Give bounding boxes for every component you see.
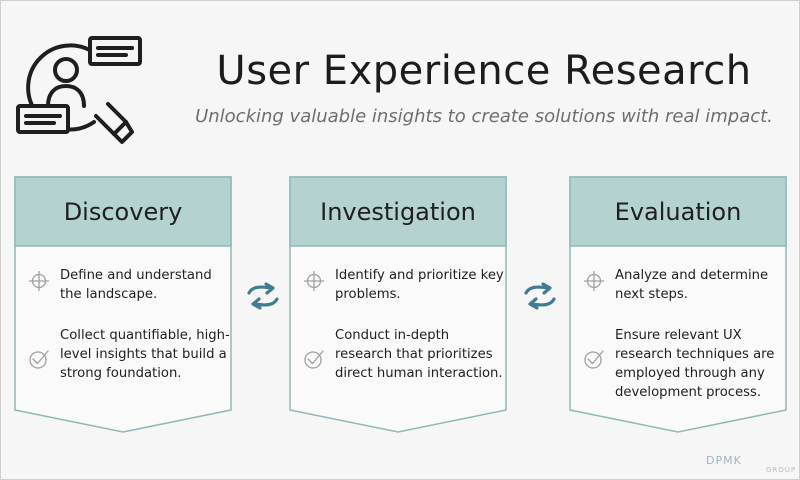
brand-logo: DPMK GROUP: [706, 454, 796, 476]
crosshair-icon: [303, 270, 325, 292]
stage-title: Investigation: [320, 198, 476, 226]
checkmark-icon: [303, 348, 325, 370]
stage-point-text: Define and understand the landscape.: [60, 268, 212, 302]
stage-point-text: Identify and prioritize key problems.: [335, 268, 504, 302]
stage-title: Discovery: [63, 198, 183, 226]
stage-title: Evaluation: [614, 198, 742, 226]
brand-sub: GROUP: [766, 466, 797, 474]
crosshair-icon: [583, 270, 605, 292]
brand-name: DPMK: [706, 454, 742, 467]
crosshair-icon: [28, 270, 50, 292]
page-subtitle: Unlocking valuable insights to create so…: [195, 106, 773, 127]
swap-arrows-icon: [520, 282, 560, 310]
checkmark-icon: [28, 348, 50, 370]
stage-point-text: Conduct in-depth research that prioritiz…: [335, 328, 503, 381]
card-shape: [14, 176, 232, 433]
user-research-magnifier-icon: [14, 30, 144, 150]
stage-card-investigation: Investigation Identify and prioritize ke…: [289, 176, 507, 434]
stage-point-text: Collect quantifiable, high-level insight…: [60, 328, 230, 381]
stage-point-text: Ensure relevant UX research techniques a…: [615, 328, 775, 400]
card-shape: [569, 176, 787, 433]
checkmark-icon: [583, 348, 605, 370]
swap-arrows-icon: [243, 282, 283, 310]
stage-card-evaluation: Evaluation Analyze and determine next st…: [569, 176, 787, 434]
stage-point-text: Analyze and determine next steps.: [615, 268, 769, 302]
stage-card-discovery: Discovery Define and understand the land…: [14, 176, 232, 434]
page-title: User Experience Research: [216, 48, 752, 94]
card-shape: [289, 176, 507, 433]
